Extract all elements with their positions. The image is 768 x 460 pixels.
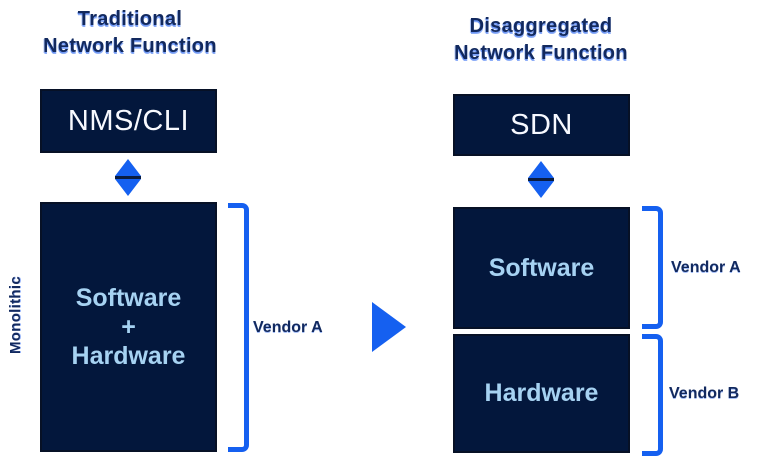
right-vertical-double-arrow-icon (527, 161, 555, 198)
right-panel-title: Disaggregated Network Function (424, 13, 658, 67)
software-plus-hardware-box: Software + Hardware (40, 202, 217, 452)
right-title-line1: Disaggregated (469, 15, 613, 37)
monolithic-box-plus: + (121, 312, 136, 341)
software-plus-hardware-label: Software + Hardware (72, 284, 186, 371)
right-vendor-b-label: Vendor B (669, 385, 740, 402)
left-title-line1: Traditional (77, 8, 183, 30)
right-vendor-a-label: Vendor A (671, 259, 741, 276)
software-label: Software (488, 253, 595, 282)
right-title-line2: Network Function (454, 42, 628, 64)
transformation-arrow-icon (372, 302, 406, 352)
down-triangle-icon (528, 181, 554, 198)
nms-cli-label: NMS/CLI (67, 104, 190, 137)
left-vendor-bracket (228, 203, 249, 452)
hardware-box: Hardware (453, 334, 630, 453)
up-triangle-icon (528, 161, 554, 178)
up-triangle-icon (115, 159, 141, 176)
hardware-label: Hardware (484, 379, 599, 407)
nms-cli-box: NMS/CLI (40, 89, 217, 153)
monolithic-box-line1: Software (75, 283, 182, 312)
left-vertical-double-arrow-icon (114, 159, 142, 196)
hardware-vendor-bracket (642, 334, 663, 456)
software-box: Software (453, 207, 630, 329)
arrow-divider (115, 176, 141, 179)
software-vendor-bracket (642, 206, 663, 329)
left-panel-title: Traditional Network Function (18, 6, 242, 60)
down-triangle-icon (115, 179, 141, 196)
arrow-divider (528, 178, 554, 181)
left-vendor-a-label: Vendor A (253, 319, 323, 336)
monolithic-label: Monolithic (7, 276, 24, 354)
monolithic-box-line2: Hardware (71, 341, 186, 370)
sdn-label: SDN (510, 108, 573, 141)
sdn-box: SDN (453, 94, 630, 156)
left-title-line2: Network Function (43, 35, 217, 57)
